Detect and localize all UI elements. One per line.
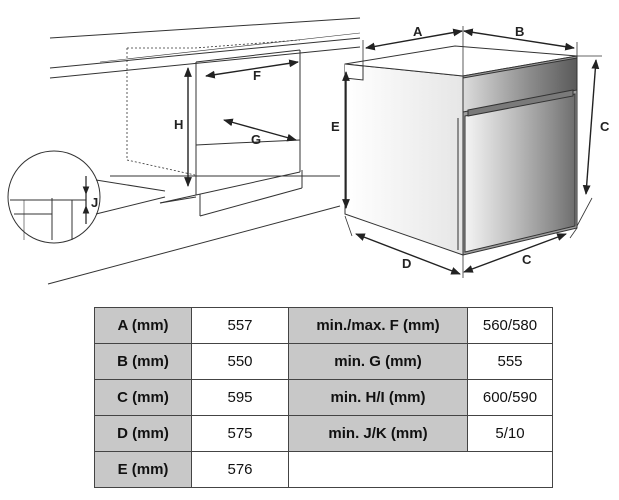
table-row: B (mm) 550 min. G (mm) 555 xyxy=(94,343,553,380)
dimension-label-h: H xyxy=(174,117,183,132)
dimension-name-cell: min. J/K (mm) xyxy=(288,415,468,452)
table-row: E (mm) 576 xyxy=(94,451,553,488)
table-row: A (mm) 557 min./max. F (mm) 560/580 xyxy=(94,307,553,344)
dimensions-table: A (mm) 557 min./max. F (mm) 560/580 B (m… xyxy=(94,307,553,488)
dimension-label-c-bottom: C xyxy=(522,252,532,267)
dimension-label-f: F xyxy=(253,68,261,83)
table-row: D (mm) 575 min. J/K (mm) 5/10 xyxy=(94,415,553,452)
dimension-value-cell: 557 xyxy=(191,307,289,344)
dimension-name-cell: A (mm) xyxy=(94,307,192,344)
dimension-label-g: G xyxy=(251,132,261,147)
dimension-name-cell: min. H/I (mm) xyxy=(288,379,468,416)
dimension-label-e: E xyxy=(331,119,340,134)
dimension-label-a: A xyxy=(413,24,423,39)
dimension-name-cell: D (mm) xyxy=(94,415,192,452)
dimension-arrow-g xyxy=(223,118,297,142)
dimension-value-cell: 560/580 xyxy=(467,307,553,344)
dimension-arrow-c-side xyxy=(582,59,600,195)
table-row: C (mm) 595 min. H/I (mm) 600/590 xyxy=(94,379,553,416)
dimension-arrow-f xyxy=(205,59,299,79)
dimension-name-cell: min./max. F (mm) xyxy=(288,307,468,344)
dimension-name-cell: E (mm) xyxy=(94,451,192,488)
dimension-name-cell: C (mm) xyxy=(94,379,192,416)
dimension-label-j: J xyxy=(91,195,98,210)
dimension-name-cell: B (mm) xyxy=(94,343,192,380)
dimension-label-d: D xyxy=(402,256,411,271)
dimension-value-cell: 600/590 xyxy=(467,379,553,416)
dimension-value-cell: 5/10 xyxy=(467,415,553,452)
dimension-label-b: B xyxy=(515,24,524,39)
dimension-arrow-d xyxy=(355,233,461,275)
installation-diagram: A B C C D E F G H J xyxy=(7,17,610,285)
dimension-arrow-a xyxy=(365,28,463,51)
oven-drawing xyxy=(344,45,578,256)
dimension-arrow-b xyxy=(463,28,575,51)
detail-zoom-circle xyxy=(7,150,166,244)
dimension-value-cell: 555 xyxy=(467,343,553,380)
dimension-value-cell: 595 xyxy=(191,379,289,416)
dimension-value-cell: 576 xyxy=(191,451,289,488)
cabinet-drawing xyxy=(47,17,361,285)
empty-cell xyxy=(288,451,553,488)
dimension-label-c-side: C xyxy=(600,119,610,134)
dimension-name-cell: min. G (mm) xyxy=(288,343,468,380)
dimension-value-cell: 575 xyxy=(191,415,289,452)
dimension-arrow-c-bottom xyxy=(463,233,567,273)
dimension-value-cell: 550 xyxy=(191,343,289,380)
